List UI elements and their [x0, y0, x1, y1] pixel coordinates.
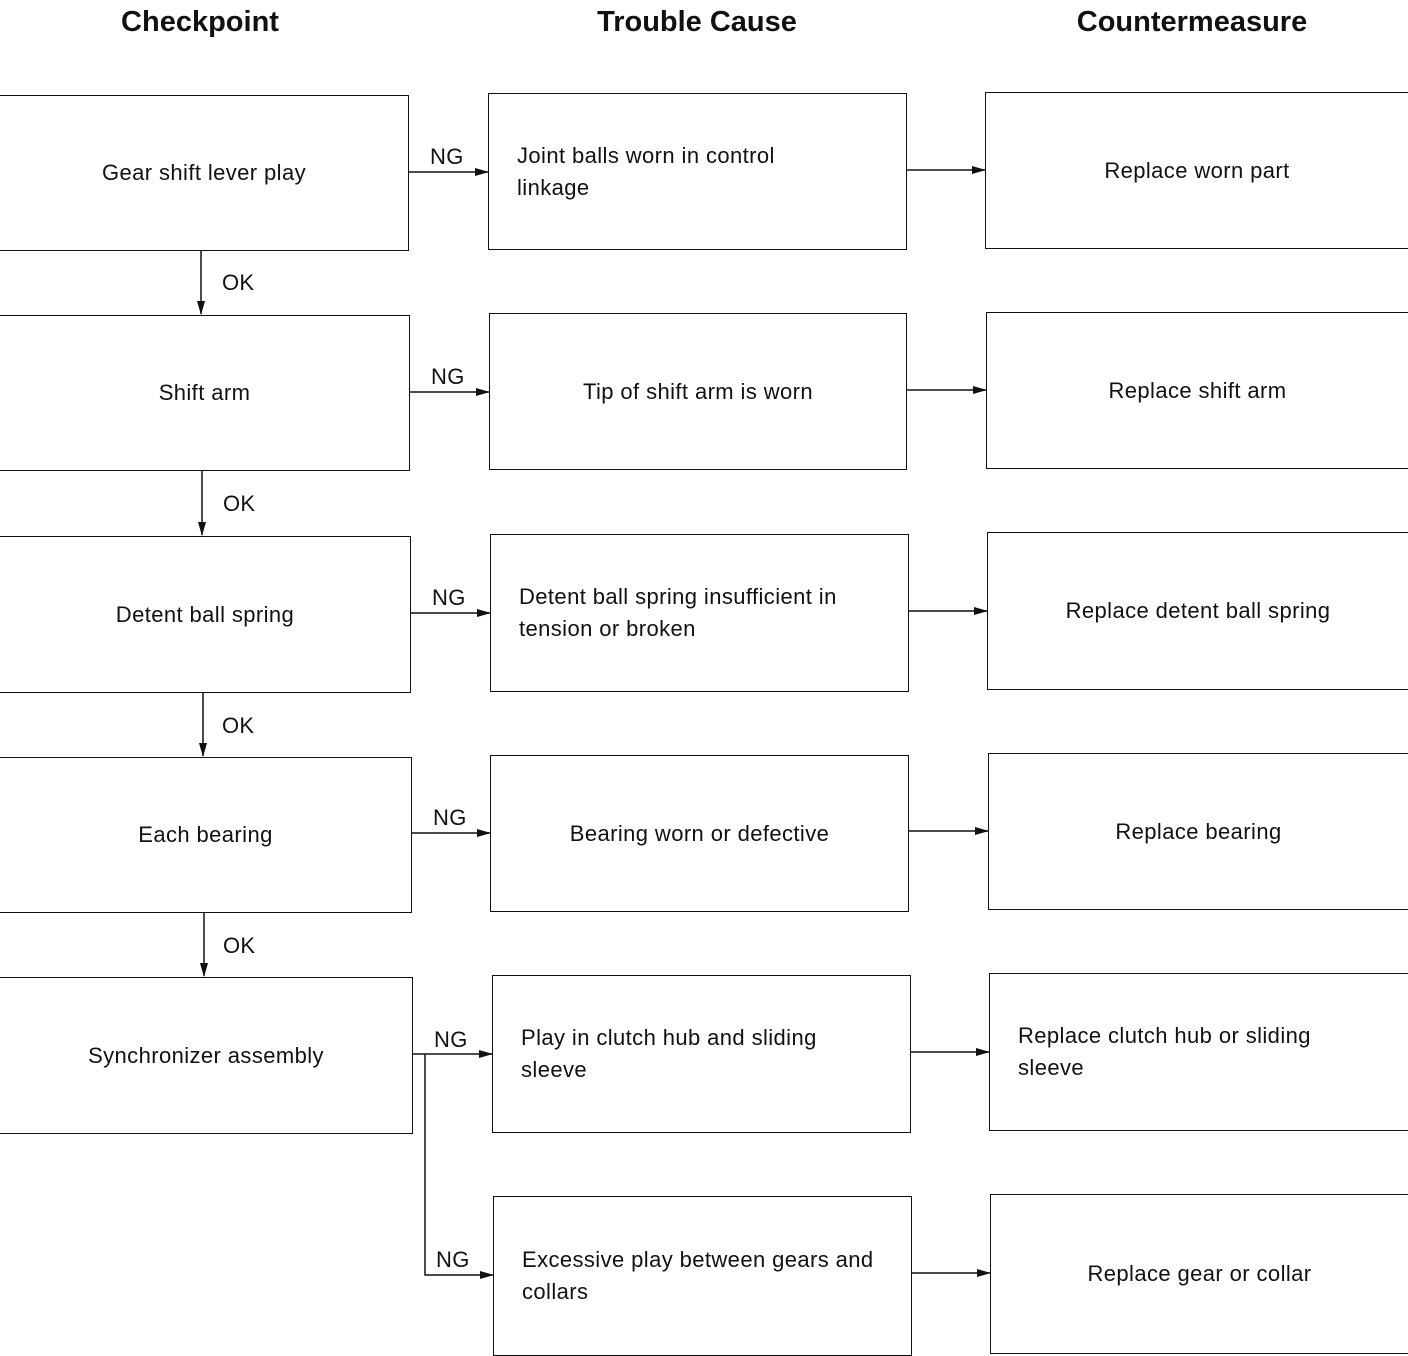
ok-label-2: OK — [223, 491, 256, 516]
countermeasure-box-1: Replace worn part — [985, 92, 1408, 249]
ng-label-5: NG — [434, 1027, 468, 1052]
checkpoint-text-5: Synchronizer assembly — [88, 1042, 324, 1068]
countermeasure-box-4: Replace bearing — [988, 753, 1408, 910]
cause-box-5: Play in clutch hub and sliding sleeve — [492, 975, 911, 1133]
ng-label-3: NG — [432, 585, 466, 610]
countermeasure-text-4: Replace bearing — [1115, 818, 1282, 844]
checkpoint-box-5: Synchronizer assembly — [0, 977, 413, 1134]
header-countermeasure: Countermeasure — [1076, 6, 1308, 38]
cause-box-2: Tip of shift arm is worn — [489, 313, 907, 470]
checkpoint-text-4: Each bearing — [138, 822, 273, 847]
countermeasure-box-3: Replace detent ball spring — [987, 532, 1408, 690]
cause-box-1: Joint balls worn in control linkage — [488, 93, 907, 250]
checkpoint-box-1: Gear shift lever play — [0, 95, 409, 251]
ng-label-4: NG — [433, 805, 467, 830]
cause-text-2: Tip of shift arm is worn — [582, 378, 814, 404]
ng-label-6: NG — [436, 1247, 470, 1272]
countermeasure-text-3: Replace detent ball spring — [1065, 598, 1331, 623]
ng-arrow-6 — [424, 1054, 494, 1279]
cause-box-4: Bearing worn or defective — [490, 755, 909, 912]
countermeasure-text-6: Replace gear or collar — [1087, 1261, 1312, 1286]
checkpoint-text-1: Gear shift lever play — [101, 160, 307, 185]
ng-label-1: NG — [430, 144, 464, 169]
cause-text-5: Play in clutch hub and sliding sleeve — [521, 1025, 817, 1082]
checkpoint-box-2: Shift arm — [0, 315, 410, 471]
header-trouble-cause: Trouble Cause — [597, 6, 797, 38]
checkpoint-text-2: Shift arm — [158, 380, 251, 405]
cause-box-6: Excessive play between gears and collars — [493, 1196, 912, 1356]
ok-label-1: OK — [222, 270, 255, 295]
cause-box-3: Detent ball spring insufficient in tensi… — [490, 534, 909, 692]
ok-label-4: OK — [223, 933, 256, 958]
countermeasure-box-2: Replace shift arm — [986, 312, 1408, 469]
cause-text-6: Excessive play between gears and collars — [522, 1247, 874, 1304]
checkpoint-box-4: Each bearing — [0, 757, 412, 913]
cause-text-1: Joint balls worn in control linkage — [517, 142, 775, 200]
countermeasure-box-5: Replace clutch hub or sliding sleeve — [989, 973, 1408, 1131]
checkpoint-text-3: Detent ball spring — [115, 601, 295, 627]
countermeasure-text-1: Replace worn part — [1104, 157, 1290, 183]
ng-label-2: NG — [431, 364, 465, 389]
checkpoint-box-3: Detent ball spring — [0, 536, 411, 693]
countermeasure-text-5: Replace clutch hub or sliding sleeve — [1018, 1023, 1311, 1080]
header-checkpoint: Checkpoint — [121, 6, 279, 38]
cause-text-4: Bearing worn or defective — [569, 820, 830, 846]
countermeasure-text-2: Replace shift arm — [1108, 377, 1287, 403]
countermeasure-box-6: Replace gear or collar — [990, 1194, 1408, 1354]
cause-text-3: Detent ball spring insufficient in tensi… — [519, 584, 837, 641]
ok-label-3: OK — [222, 713, 255, 738]
